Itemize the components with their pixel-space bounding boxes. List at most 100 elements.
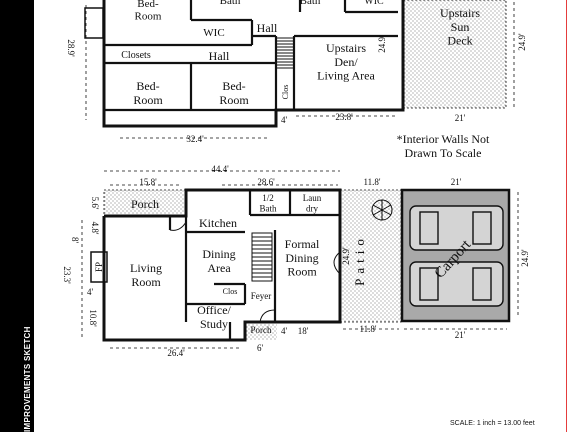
text-line: Den/ [334, 55, 358, 69]
upper-hall-1-label: Hall [257, 21, 278, 35]
lower-dim-bottom-right: 18' [298, 326, 309, 336]
text-line: Room [131, 275, 161, 289]
text-line: Bath [300, 0, 321, 7]
upper-bath-2-label: Bath [300, 0, 321, 7]
upper-closets-label: Closets [121, 50, 151, 61]
text-line: Hall [257, 21, 278, 35]
upper-floor [84, 0, 515, 139]
patio-label: Patio [352, 234, 367, 286]
upper-clos-label: Clos [281, 85, 290, 100]
porch-top-area [104, 190, 186, 216]
lower-stairs [251, 232, 273, 282]
lower-dim-step-4: 4' [281, 326, 288, 336]
upper-dim-notch: 4' [281, 115, 288, 125]
lower-exterior-wall [102, 188, 342, 342]
text-line: Upstairs [326, 41, 366, 55]
page-edge-line [566, 0, 567, 432]
text-line: Laun [303, 193, 322, 203]
text-line: Bath [220, 0, 241, 7]
car-bottom [409, 261, 504, 307]
text-line: Formal [285, 237, 320, 251]
upper-dim-den-width: 23.8' [335, 112, 353, 122]
upper-fireplace [84, 7, 104, 39]
text-line: Kitchen [199, 216, 237, 230]
scale-text: SCALE: 1 inch = 13.00 feet [450, 420, 535, 427]
upper-hall-2-label: Hall [209, 49, 230, 63]
upper-bedroom-left-label: Bed-Room [133, 79, 163, 107]
text-line: Hall [209, 49, 230, 63]
lower-dim-right-height: 24.9' [341, 247, 351, 265]
text-line: Study [200, 317, 228, 331]
text-line: 1/2 [262, 193, 274, 203]
text-line: Room [219, 93, 249, 107]
lower-dim-bottom-width: 26.4' [167, 348, 185, 358]
lower-dim-porch-height: 5.6' [90, 197, 100, 210]
text-line: Office/ [197, 303, 231, 317]
lower-dim-left-top: 8' [70, 237, 80, 244]
car-top [409, 205, 504, 251]
text-line: WIC [203, 27, 224, 39]
foyer-label: Feyer [251, 291, 272, 301]
text-line: Room [135, 11, 162, 23]
text-line: Room [287, 265, 317, 279]
text-line: dry [306, 203, 318, 213]
lower-clos-label: Clos [223, 287, 238, 296]
lower-dim-overall-width: 44.4' [211, 164, 229, 174]
text-line: Upstairs [440, 6, 480, 20]
lower-dim-upper-width: 28.6' [257, 177, 275, 187]
upper-dim-den-height: 24.9' [377, 35, 387, 53]
upper-bedroom-top-label: Bed-Room [135, 0, 162, 23]
porch-small-label: Porch [251, 325, 272, 335]
text-line: Bath [260, 203, 277, 213]
text-line: Deck [447, 34, 472, 48]
upper-stairs [275, 37, 295, 69]
lower-dim-patio-bottom: 11.8' [359, 324, 376, 334]
lower-fireplace [90, 251, 108, 283]
door-swing-kitchen [169, 221, 187, 231]
lower-floor [81, 170, 519, 349]
fireplace-label: FP [94, 262, 104, 272]
sun-deck-area [403, 0, 506, 108]
text-line: Bed- [137, 0, 159, 10]
lower-dim-carport-bottom: 21' [455, 330, 466, 340]
porch-small-area [245, 322, 277, 340]
upper-dim-deck-width: 21' [455, 113, 466, 123]
lower-dim-left-height: 23.3' [62, 266, 72, 284]
lower-interior-walls [168, 190, 340, 340]
lower-dim-porch-width: 15.8' [139, 177, 157, 187]
lower-dim-porch-small-width: 6' [257, 343, 264, 353]
text-line: Sun [451, 20, 470, 34]
text-line: Living [130, 261, 162, 275]
lower-dim-carport-height: 24.9' [520, 249, 530, 267]
kitchen-label: Kitchen [199, 216, 237, 230]
door-swing-foyer [259, 309, 276, 323]
upper-wic-mid-label: WIC [203, 27, 224, 39]
text-line: Dining [285, 251, 318, 265]
text-line: Room [133, 93, 163, 107]
text-line: Closets [121, 50, 151, 61]
text-line: *Interior Walls Not [397, 132, 490, 146]
upper-interior-walls [104, 0, 398, 126]
patio-area [340, 190, 401, 322]
text-line: Bed- [136, 79, 159, 93]
sidebar: IMPROVEMENTS SKETCH [0, 0, 34, 432]
office-study-label: Office/Study [197, 303, 231, 331]
door-swing-dining [333, 251, 341, 275]
text-line: Bed- [222, 79, 245, 93]
upper-bath-1-label: Bath [220, 0, 241, 7]
lower-dim-patio-width: 11.8' [363, 177, 380, 187]
upper-dim-bottom-width: 32.4' [186, 134, 204, 144]
text-line: Area [207, 261, 231, 275]
text-line: Dining [202, 247, 235, 261]
lower-dim-left-low: 10.8' [88, 309, 98, 327]
lower-dim-kitchen-step: 4.8' [90, 222, 100, 235]
upper-dim-left-height: 28.9' [66, 39, 76, 57]
text-line: WIC [364, 0, 384, 7]
